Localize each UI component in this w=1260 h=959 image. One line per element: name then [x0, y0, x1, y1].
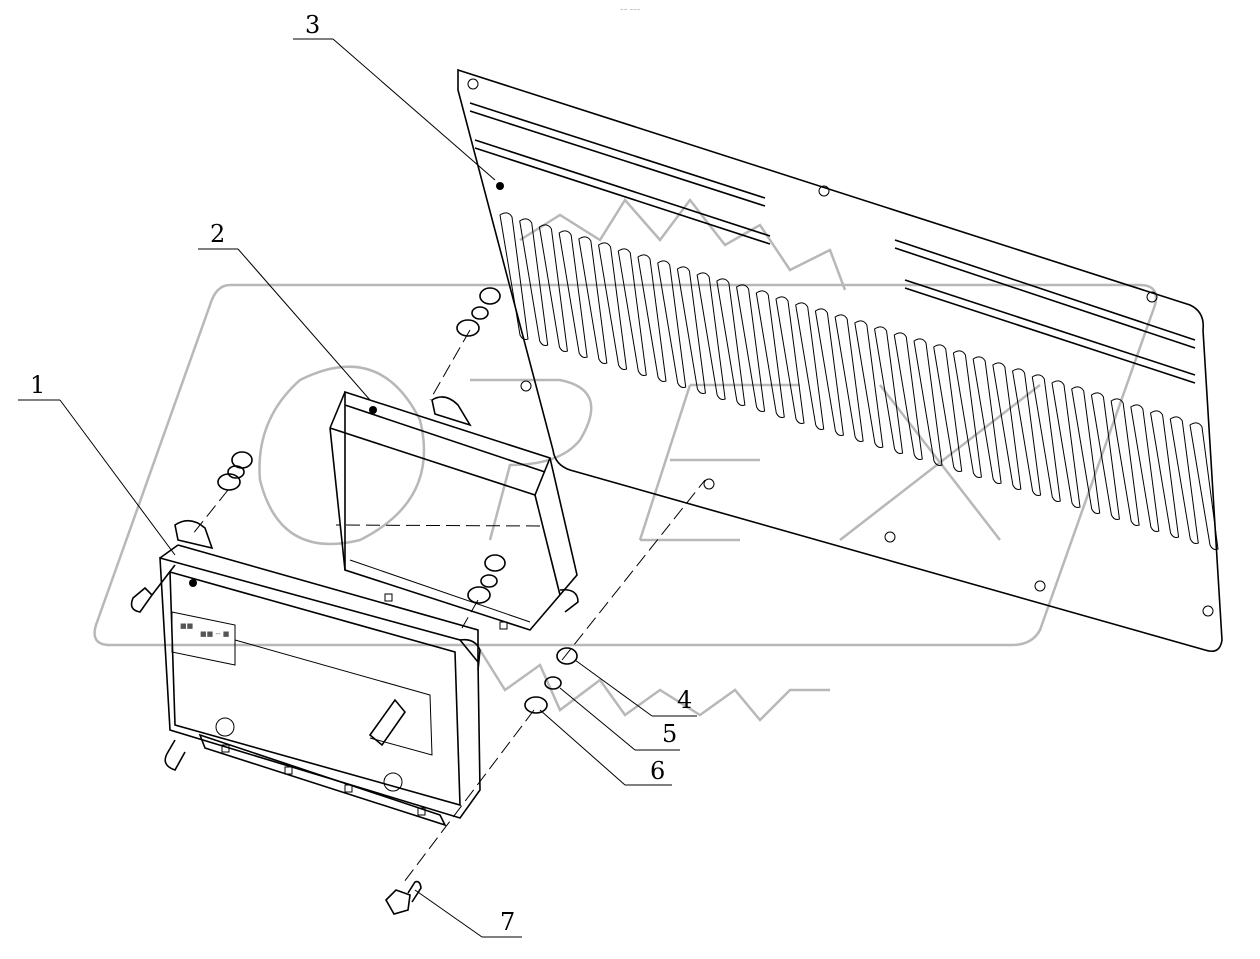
panel-slot [716, 278, 746, 406]
panel-slot [1130, 404, 1160, 532]
callout-3: 3 [305, 11, 320, 39]
panel-slot [913, 338, 943, 466]
callout-4: 4 [677, 686, 692, 714]
panel-slot [1071, 386, 1101, 514]
panel-slot [538, 224, 568, 352]
panel-slots [499, 212, 1219, 550]
panel-slot [558, 230, 588, 358]
panel-slot [676, 266, 706, 394]
panel-slot [1150, 410, 1180, 538]
panel-slot [755, 290, 785, 418]
panel-slot [657, 260, 687, 388]
panel-slot [893, 332, 923, 460]
panel-slot [1110, 398, 1140, 526]
callout-leaders [18, 38, 697, 938]
panel-slot [795, 302, 825, 430]
panel-slot [1090, 392, 1120, 520]
svg-text:■■: ■■ [180, 622, 193, 630]
panel-slot [854, 320, 884, 448]
panel-slot [578, 236, 608, 364]
panel-slot [1031, 374, 1061, 502]
panel-slot [874, 326, 904, 454]
panel-slot [992, 362, 1022, 490]
fasteners [217, 287, 578, 915]
callout-7: 7 [500, 908, 515, 936]
louvered-panel [457, 68, 1223, 653]
panel-slot [834, 314, 864, 442]
panel-slot [1189, 422, 1219, 550]
panel-slot [637, 254, 667, 382]
panel-slot [1012, 368, 1042, 496]
callout-6: 6 [650, 757, 665, 785]
header-mark: ⁻⁻ ⁻⁻⁻ [620, 7, 641, 15]
panel-slot [696, 272, 726, 400]
back-module [329, 390, 579, 631]
panel-slot [519, 218, 549, 346]
front-module: ■■ ■■ -- ■ [130, 519, 481, 827]
watermark-logo [93, 197, 1158, 722]
callout-5: 5 [662, 720, 677, 748]
panel-slot [814, 308, 844, 436]
panel-slot [972, 356, 1002, 484]
panel-slot [617, 248, 647, 376]
panel-slot [598, 242, 628, 370]
assembly-lines [191, 329, 706, 883]
callout-2: 2 [210, 220, 225, 248]
panel-slot [775, 296, 805, 424]
panel-slot [933, 344, 963, 472]
svg-text:■■ -- ■: ■■ -- ■ [200, 630, 229, 638]
callout-1: 1 [30, 371, 45, 399]
panel-slot [736, 284, 766, 412]
panel-slot [1051, 380, 1081, 508]
panel-slot [499, 212, 529, 340]
panel-slot [952, 350, 982, 478]
panel-slot [1169, 416, 1199, 544]
